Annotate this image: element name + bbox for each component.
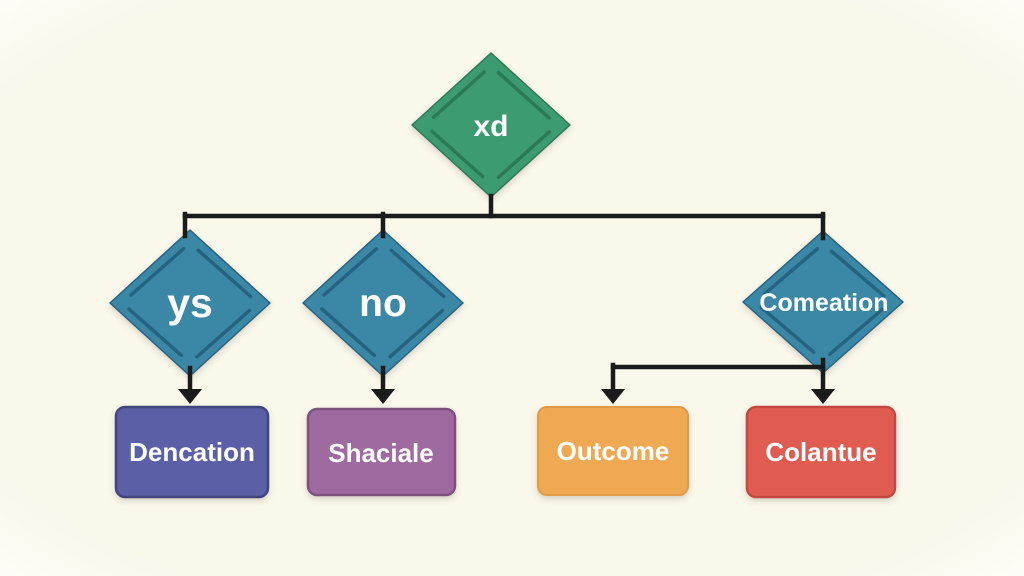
connector-arrowheads	[178, 389, 835, 404]
dencation-node-label: Dencation	[129, 437, 255, 467]
arrowhead-shaciale	[371, 389, 395, 404]
process-node-colantue: Colantue	[745, 405, 897, 499]
shaciale-box-shape	[306, 407, 457, 497]
root-node-label: xd	[473, 110, 508, 143]
arrowhead-colantue	[811, 389, 835, 404]
process-node-outcome: Outcome	[537, 406, 689, 496]
comeation-diamond-inner-outline	[752, 241, 894, 363]
yes-diamond-inner-outline	[119, 240, 261, 366]
comeation-node-label: Comeation	[759, 289, 888, 317]
process-node-shaciale: Shaciale	[306, 407, 457, 497]
colantue-box-shape	[745, 405, 897, 499]
yes-node-label: ys	[167, 280, 213, 326]
no-diamond-inner-outline	[312, 240, 454, 366]
root-diamond-inner-outline	[422, 63, 560, 187]
shaciale-node-label: Shaciale	[328, 438, 434, 468]
colantue-node-label: Colantue	[765, 437, 876, 467]
process-node-dencation: Dencation	[114, 405, 270, 499]
outcome-box-shape	[537, 406, 689, 496]
connector-lines	[182, 193, 826, 394]
decision-node-yes: ys	[109, 229, 271, 377]
outcome-node-label: Outcome	[557, 436, 670, 466]
arrowhead-dencation	[178, 389, 202, 404]
arrowhead-outcome	[601, 389, 625, 404]
decision-node-comeation: Comeation	[742, 230, 904, 374]
no-node-label: no	[359, 282, 407, 325]
decision-node-no: no	[302, 229, 464, 377]
dencation-box-shape	[114, 405, 270, 499]
